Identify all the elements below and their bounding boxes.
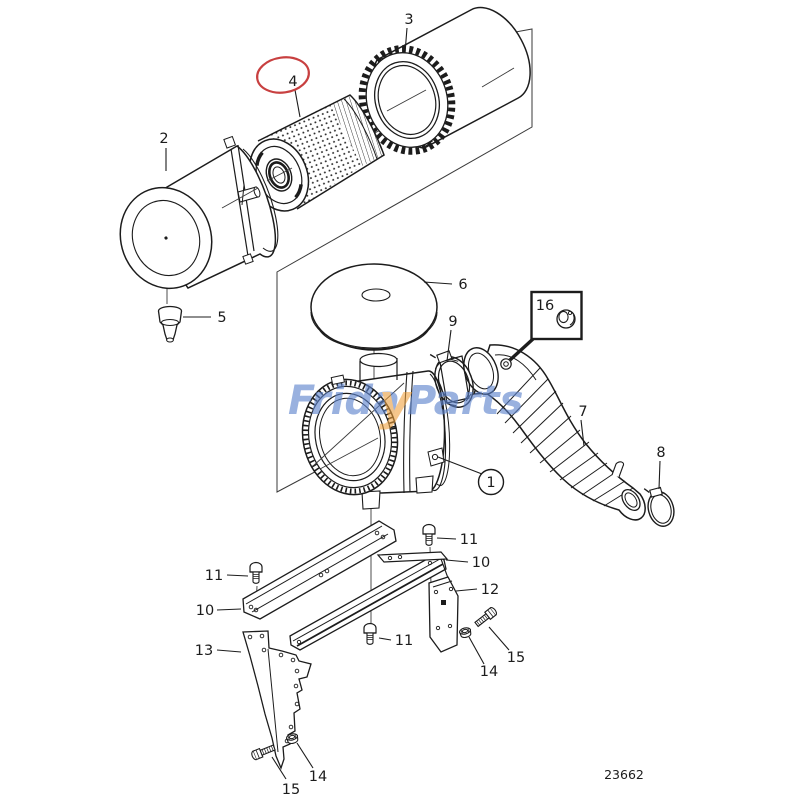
callout-8[interactable]: 8 xyxy=(656,445,665,461)
callout-15-bottom[interactable]: 15 xyxy=(282,782,300,798)
part-hose-clamp-8 xyxy=(643,486,675,527)
highlight-ellipse xyxy=(256,56,310,94)
watermark: Frida y Parts xyxy=(288,374,523,431)
screw-11-left xyxy=(249,561,263,584)
part-air-cleaner-housing xyxy=(301,352,451,510)
frame-lines xyxy=(276,28,533,493)
callout-1-circle[interactable] xyxy=(477,468,505,496)
callout-5[interactable]: 5 xyxy=(217,310,226,326)
callout-11-left[interactable]: 11 xyxy=(205,568,223,584)
callout-4[interactable]: 4 xyxy=(288,74,297,90)
part-air-hose xyxy=(439,344,646,521)
callout-11-bottom[interactable]: 11 xyxy=(395,633,413,649)
callout-13[interactable]: 13 xyxy=(195,643,213,659)
callout-10-left[interactable]: 10 xyxy=(196,603,214,619)
callout-3[interactable]: 3 xyxy=(404,12,413,28)
part-mounting-rail-left xyxy=(242,520,397,620)
figure-number: 23662 xyxy=(604,767,644,782)
sensor-boss xyxy=(500,358,512,370)
callout-14-right[interactable]: 14 xyxy=(480,664,498,680)
watermark-left: Frida xyxy=(288,378,400,424)
watermark-right: Parts xyxy=(407,378,523,424)
callout-16[interactable]: 16 xyxy=(536,298,554,314)
housing-latch xyxy=(427,447,445,467)
callout-12[interactable]: 12 xyxy=(481,582,499,598)
part-hose-clamp-9 xyxy=(429,350,474,408)
callout-9[interactable]: 9 xyxy=(448,314,457,330)
bolt-15-right xyxy=(473,605,499,629)
part-sensor-detail-box xyxy=(508,290,583,362)
sensor-glyph xyxy=(556,309,576,329)
part-drain-plug xyxy=(157,305,183,343)
part-bracket-13 xyxy=(242,630,312,770)
callout-6[interactable]: 6 xyxy=(458,277,467,293)
watermark-accent: y xyxy=(379,374,413,431)
callout-11-top[interactable]: 11 xyxy=(460,532,478,548)
callout-7[interactable]: 7 xyxy=(578,404,587,420)
part-bracket-12 xyxy=(376,551,459,653)
callout-2[interactable]: 2 xyxy=(159,131,168,147)
part-end-cover xyxy=(119,135,279,290)
leader-lines xyxy=(165,27,661,780)
nut-14-right xyxy=(458,626,473,640)
callout-15-right[interactable]: 15 xyxy=(507,650,525,666)
callout-14-bottom[interactable]: 14 xyxy=(309,769,327,785)
callout-10-right[interactable]: 10 xyxy=(472,555,490,571)
screw-11-bottom xyxy=(363,622,377,645)
screw-11-top xyxy=(422,523,436,546)
part-cover-cap xyxy=(310,263,438,351)
axis-overlays xyxy=(221,67,515,470)
callout-1[interactable]: 1 xyxy=(486,475,495,491)
